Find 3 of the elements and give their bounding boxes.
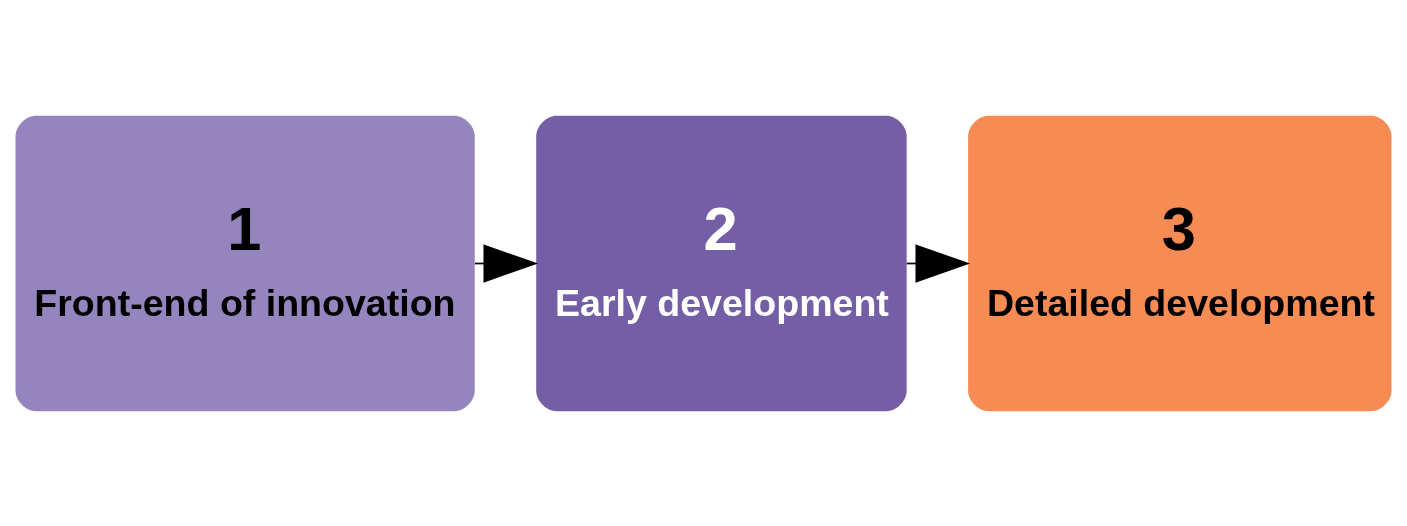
- node-box: 3 Detailed development: [968, 115, 1392, 411]
- node-box: 1 Front-end of innovation: [15, 115, 475, 411]
- node-box: 2 Early development: [536, 115, 907, 411]
